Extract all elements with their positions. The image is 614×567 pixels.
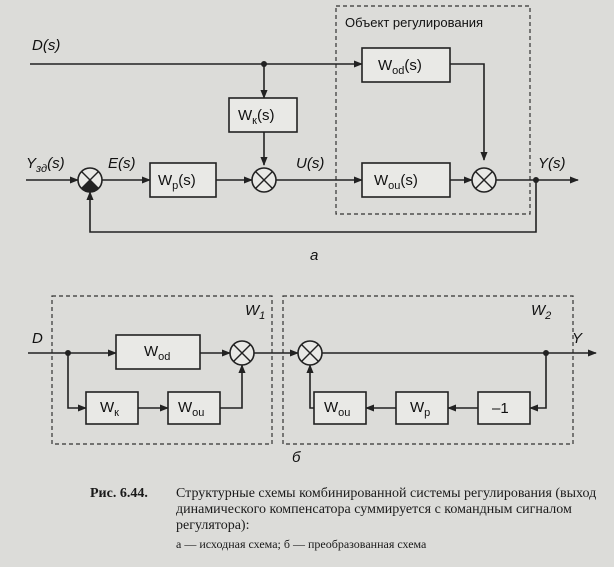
group-w1-boundary: [51, 295, 273, 445]
object-label: Объект регулирования: [345, 15, 483, 30]
block-b-wk: [85, 391, 139, 425]
figure-caption: Рис. 6.44. Структурные схемы комбинирова…: [90, 486, 605, 552]
caption-text: Структурные схемы комбинированной систем…: [176, 486, 597, 533]
setpoint-label: Yзд(s): [26, 155, 65, 175]
caption-subtext: а — исходная схема; б — преобразованная …: [176, 537, 427, 551]
error-label: E(s): [108, 155, 136, 172]
comparator-a: [77, 167, 103, 193]
block-b-wou1: [167, 391, 221, 425]
summator-b1: [229, 340, 255, 366]
disturbance-label: D(s): [32, 37, 60, 54]
block-wou-label: Wou(s): [374, 172, 418, 192]
block-b-wou1-label: Wou: [178, 399, 204, 419]
input-d-label: D: [32, 330, 43, 347]
caption-label: Рис. 6.44.: [90, 486, 148, 501]
object-boundary: [335, 5, 531, 215]
block-b-neg-label: –1: [492, 400, 509, 417]
block-b-wod: [115, 334, 201, 370]
block-b-wou2-label: Wou: [324, 399, 350, 419]
output-y-label: Y: [572, 330, 583, 347]
summator-a2: [471, 167, 497, 193]
block-wod-label: Wod(s): [378, 57, 422, 77]
output-label: Y(s): [538, 155, 566, 172]
block-wod: [361, 47, 451, 83]
sublabel-a: а: [310, 247, 318, 264]
group-w2-boundary: [282, 295, 574, 445]
block-b-neg: [477, 391, 531, 425]
summator-a1: [251, 167, 277, 193]
sublabel-b: б: [292, 449, 301, 466]
summator-b2: [297, 340, 323, 366]
group-w2-label: W2: [531, 302, 551, 322]
block-wou: [361, 162, 451, 198]
block-b-wod-label: Wod: [144, 343, 170, 363]
group-w1-label: W1: [245, 302, 265, 322]
block-wk-label: Wк(s): [238, 107, 274, 127]
block-wp-label: Wp(s): [158, 172, 196, 192]
block-wk: [228, 97, 298, 133]
block-b-wou2: [313, 391, 367, 425]
block-b-wp-label: Wp: [410, 399, 430, 419]
control-label: U(s): [296, 155, 324, 172]
block-b-wk-label: Wк: [100, 399, 119, 419]
